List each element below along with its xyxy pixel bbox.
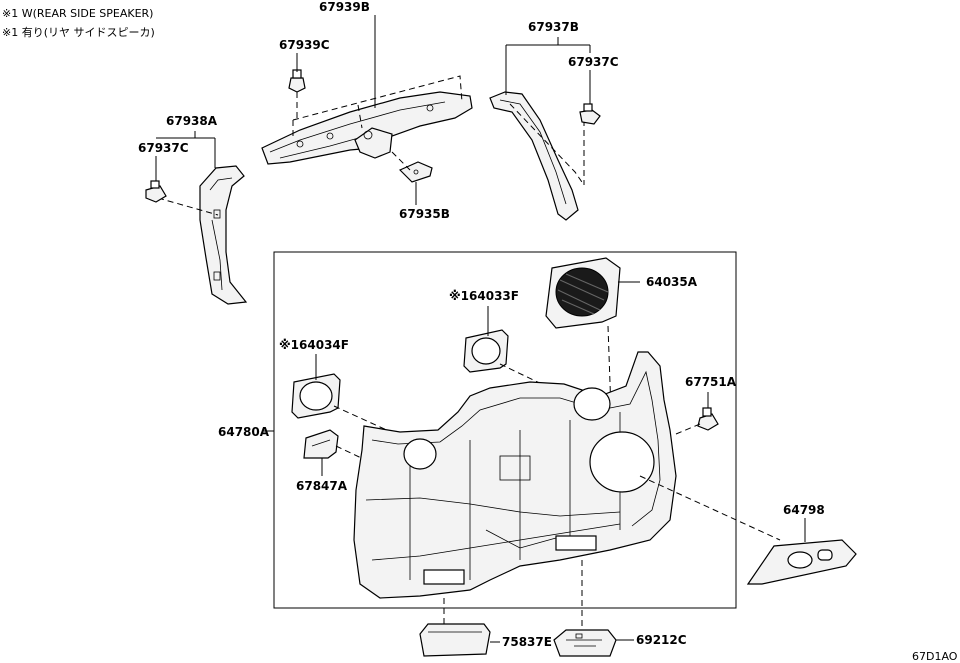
dash-67935B: [391, 151, 411, 171]
speaker-ring-64034F: [291, 373, 341, 419]
label-64035A: 64035A: [646, 275, 698, 289]
label-67751A: 67751A: [685, 375, 737, 389]
label-67937C-top: 67937C: [568, 55, 619, 69]
diagram-code: 67D1AO: [912, 650, 958, 663]
leader-67937B: [505, 37, 590, 95]
note-line-2: ※1 有り(リヤ サイドスピーカ): [2, 25, 155, 39]
pillar-67938A: [199, 165, 248, 305]
label-67937B: 67937B: [528, 20, 579, 34]
switch-69212C: [553, 629, 617, 657]
label-67847A: 67847A: [296, 479, 348, 493]
label-64798: 64798: [783, 503, 825, 517]
label-67935B: 67935B: [399, 207, 450, 221]
assembly-frame: [273, 251, 737, 609]
handle-75837E: [419, 623, 491, 657]
dash-67939B-box: [292, 75, 463, 140]
bracket-67847A: [303, 429, 339, 459]
clip-67939C: [288, 69, 306, 93]
label-75837E: 75837E: [502, 635, 552, 649]
clip-67937C-left: [145, 180, 167, 203]
trim-67939B: [261, 91, 473, 165]
cover-64798: [746, 539, 857, 585]
pillar-67937B: [489, 91, 579, 221]
label-67937C-left: 67937C: [138, 141, 189, 155]
speaker-ring-64033F: [463, 329, 509, 373]
clip-67935B: [398, 161, 433, 183]
label-67939B: 67939B: [319, 0, 370, 14]
label-67939C: 67939C: [279, 38, 330, 52]
clip-67751A: [697, 407, 719, 431]
dash-64798: [639, 475, 781, 541]
note-line-1: ※1 W(REAR SIDE SPEAKER): [2, 7, 153, 20]
label-64033F: ※164033F: [449, 289, 519, 303]
dash-67938A: [157, 197, 219, 216]
dash-67937B: [509, 103, 585, 186]
leader-67938A: [156, 131, 216, 168]
dash-67751A: [675, 423, 701, 435]
clip-67937C-top: [579, 103, 601, 125]
label-69212C: 69212C: [636, 633, 687, 647]
label-67938A: 67938A: [166, 114, 218, 128]
door-trim-board-64780A: [353, 351, 677, 599]
label-64034F: ※164034F: [279, 338, 349, 352]
speaker-64035A: [545, 257, 621, 329]
label-64780A: 64780A: [218, 425, 270, 439]
